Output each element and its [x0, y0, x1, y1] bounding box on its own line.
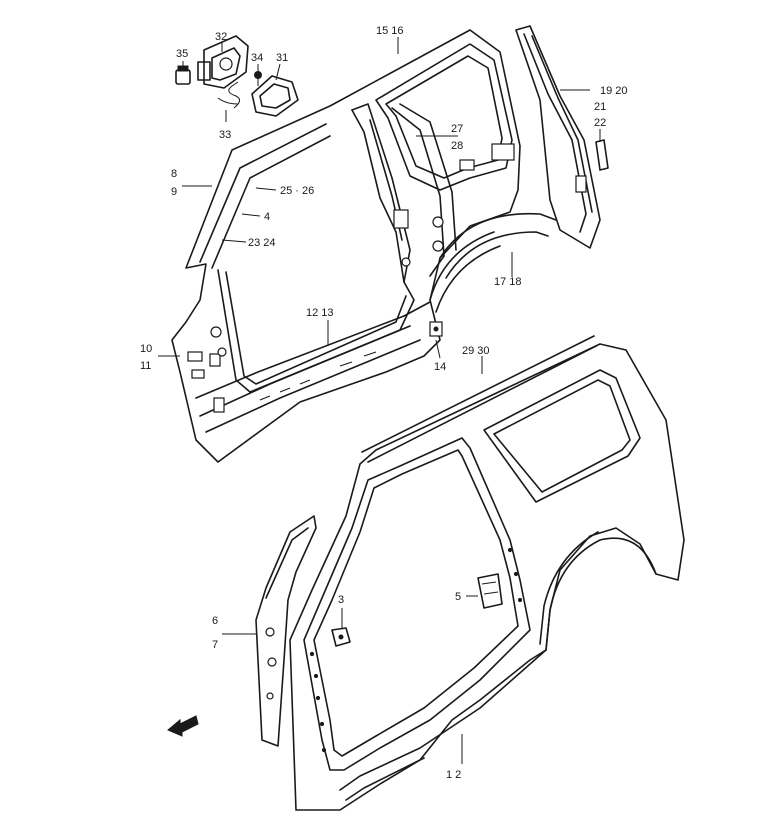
callout-9: 9 [171, 186, 177, 198]
callout-33: 33 [219, 129, 231, 141]
callout-35: 35 [176, 48, 188, 60]
callout-22: 22 [594, 117, 606, 129]
callout-29-30: 29 30 [462, 345, 490, 357]
callout-34: 34 [251, 52, 263, 64]
callout-5: 5 [455, 591, 461, 603]
outer-side-panel [289, 335, 685, 811]
inner-side-panel [171, 29, 557, 463]
front-direction-arrow-icon [167, 715, 199, 737]
callout-8: 8 [171, 168, 177, 180]
rear-pillar-panel [515, 25, 609, 249]
callout-23-24: 23 24 [248, 237, 276, 249]
callout-25-26: 25 · 26 [280, 185, 314, 197]
callout-12-13: 12 13 [306, 307, 334, 319]
callout-3: 3 [338, 594, 344, 606]
callout-7: 7 [212, 639, 218, 651]
front-pillar [255, 515, 317, 747]
callout-28: 28 [451, 140, 463, 152]
callout-15-16: 15 16 [376, 25, 404, 37]
fuel-lid-parts [175, 35, 299, 117]
callout-27: 27 [451, 123, 463, 135]
callout-32: 32 [215, 31, 227, 43]
callout-6: 6 [212, 615, 218, 627]
callout-31: 31 [276, 52, 288, 64]
callout-19-20: 19 20 [600, 85, 628, 97]
callout-21: 21 [594, 101, 606, 113]
callout-17-18: 17 18 [494, 276, 522, 288]
leader-lines [158, 37, 601, 764]
callout-10: 10 [140, 343, 152, 355]
callout-11: 11 [140, 360, 151, 372]
callout-labels: 35 32 34 31 33 15 16 19 20 21 22 27 28 8… [140, 25, 628, 781]
callout-4: 4 [264, 211, 270, 223]
callout-1-2: 1 2 [446, 769, 461, 781]
callout-14: 14 [434, 361, 446, 373]
